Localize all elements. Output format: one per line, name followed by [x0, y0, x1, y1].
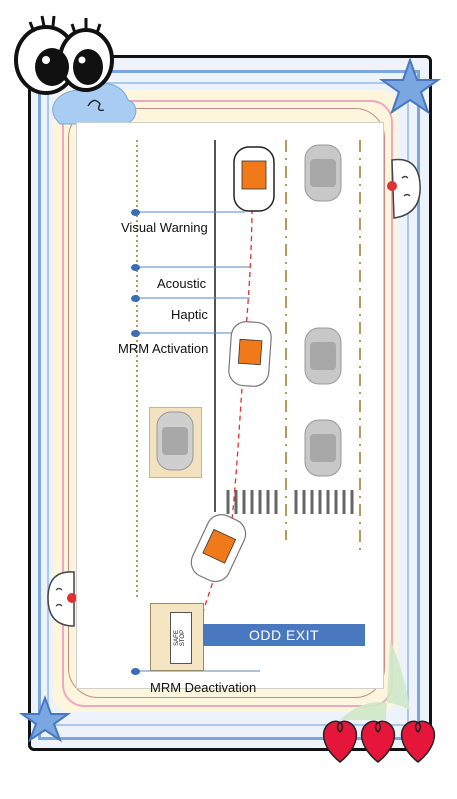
swirl-icon: [87, 99, 105, 112]
label-visual-warning: Visual Warning: [121, 220, 208, 235]
frame-border-pink: [62, 100, 393, 707]
ego-vehicle: [190, 514, 247, 583]
label-mrm-activation: MRM Activation: [118, 341, 209, 356]
ego-vehicle: [228, 321, 272, 387]
leaf-sticker: [340, 640, 410, 720]
traffic-car: [304, 144, 342, 202]
event-marker: [131, 209, 140, 216]
label-acoustic: Acoustic: [157, 276, 207, 291]
cloud-sticker: [52, 83, 137, 125]
label-mrm-deactivation: MRM Deactivation: [150, 680, 257, 695]
event-marker: [131, 668, 140, 675]
frame-border-blue: [38, 70, 420, 740]
eyes-sticker: [14, 15, 114, 95]
star-icon: [18, 695, 72, 743]
event-marker: [131, 295, 140, 302]
event-marker: [131, 264, 140, 271]
traffic-car: [304, 419, 342, 477]
frame-border-lightblue: [47, 82, 409, 726]
face-sticker: [47, 571, 77, 627]
hatched-zone: [226, 490, 354, 514]
safe-stop-sign: [170, 612, 192, 664]
hearts-sticker: [322, 720, 436, 763]
parked-car: [156, 411, 194, 471]
odd-exit-banner: ODD EXIT: [203, 624, 365, 646]
traffic-car: [304, 327, 342, 385]
frame-border-red: [68, 108, 385, 698]
label-haptic: Haptic: [171, 307, 208, 322]
ego-vehicle: [233, 146, 275, 212]
diagram-panel: [76, 122, 384, 689]
face-sticker: [387, 158, 421, 219]
star-icon: [378, 56, 442, 115]
safe-stop-label: SAFE STOP: [174, 629, 186, 647]
event-marker: [131, 330, 140, 337]
